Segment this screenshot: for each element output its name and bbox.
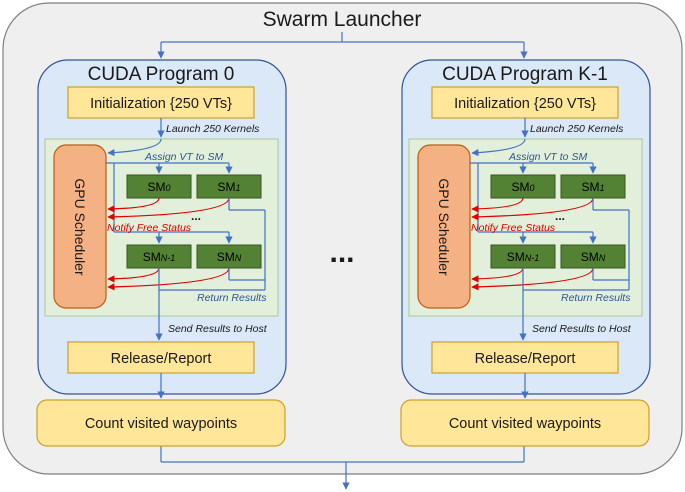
- launch-into-scheduler-arrow: [107, 138, 162, 157]
- launch-into-scheduler-arrow: [471, 138, 526, 157]
- sm-0-label: SM0: [511, 180, 534, 194]
- gpu-scheduler-box: [53, 144, 107, 309]
- sm-n-label: SMN: [217, 250, 242, 264]
- sm-n-label: SMN: [581, 250, 606, 264]
- count-label: Count visited waypoints: [85, 416, 237, 432]
- sm-n-minus-1-label: SMN-1: [143, 250, 176, 264]
- cuda-program-title: CUDA Program 0: [88, 64, 235, 85]
- sm-0-label: SM0: [147, 180, 170, 194]
- release-box: [67, 341, 255, 374]
- gpu-scheduler-box: [417, 144, 471, 309]
- notify-label: Notify Free Status: [471, 222, 556, 234]
- launcher-bottom-connector: [160, 446, 525, 490]
- sm-n-minus-1-label: SMN-1: [507, 250, 540, 264]
- cuda-program-0: CUDA Program 0 Initialization {250 VTs} …: [36, 59, 287, 447]
- count-box: [400, 399, 650, 447]
- notify-arrows: [471, 197, 594, 291]
- initialization-label: Initialization {250 VTs}: [90, 96, 232, 112]
- return-connector: [522, 198, 630, 291]
- send-label: Send Results to Host: [532, 323, 632, 335]
- launch-label: Launch 250 Kernels: [166, 123, 260, 135]
- cuda-program-k-1: CUDA Program K-1 Initialization {250 VTs…: [400, 59, 651, 447]
- return-label: Return Results: [197, 292, 267, 304]
- sm-1-label: SM1: [217, 180, 240, 194]
- swarm-launcher-title: Swarm Launcher: [263, 8, 422, 31]
- initialization-label: Initialization {250 VTs}: [454, 96, 596, 112]
- notify-label: Notify Free Status: [107, 222, 192, 234]
- count-box: [36, 399, 286, 447]
- middle-ellipsis: ...: [329, 236, 354, 269]
- return-label: Return Results: [561, 292, 631, 304]
- sm-ellipsis: ...: [555, 209, 565, 223]
- cuda-program-title: CUDA Program K-1: [442, 64, 608, 85]
- sm-1-label: SM1: [581, 180, 604, 194]
- sm-ellipsis: ...: [191, 209, 201, 223]
- return-connector: [158, 198, 266, 291]
- send-label: Send Results to Host: [168, 323, 268, 335]
- assign-label: Assign VT to SM: [508, 151, 587, 163]
- gpu-scheduler-label: GPU Scheduler: [436, 178, 452, 276]
- release-label: Release/Report: [475, 351, 576, 367]
- gpu-scheduler-label: GPU Scheduler: [72, 178, 88, 276]
- assign-connector: [106, 162, 233, 244]
- launcher-top-connector: [157, 32, 528, 59]
- launch-label: Launch 250 Kernels: [530, 123, 624, 135]
- assign-label: Assign VT to SM: [144, 151, 223, 163]
- release-label: Release/Report: [111, 351, 212, 367]
- count-label: Count visited waypoints: [449, 416, 601, 432]
- assign-connector: [470, 162, 597, 244]
